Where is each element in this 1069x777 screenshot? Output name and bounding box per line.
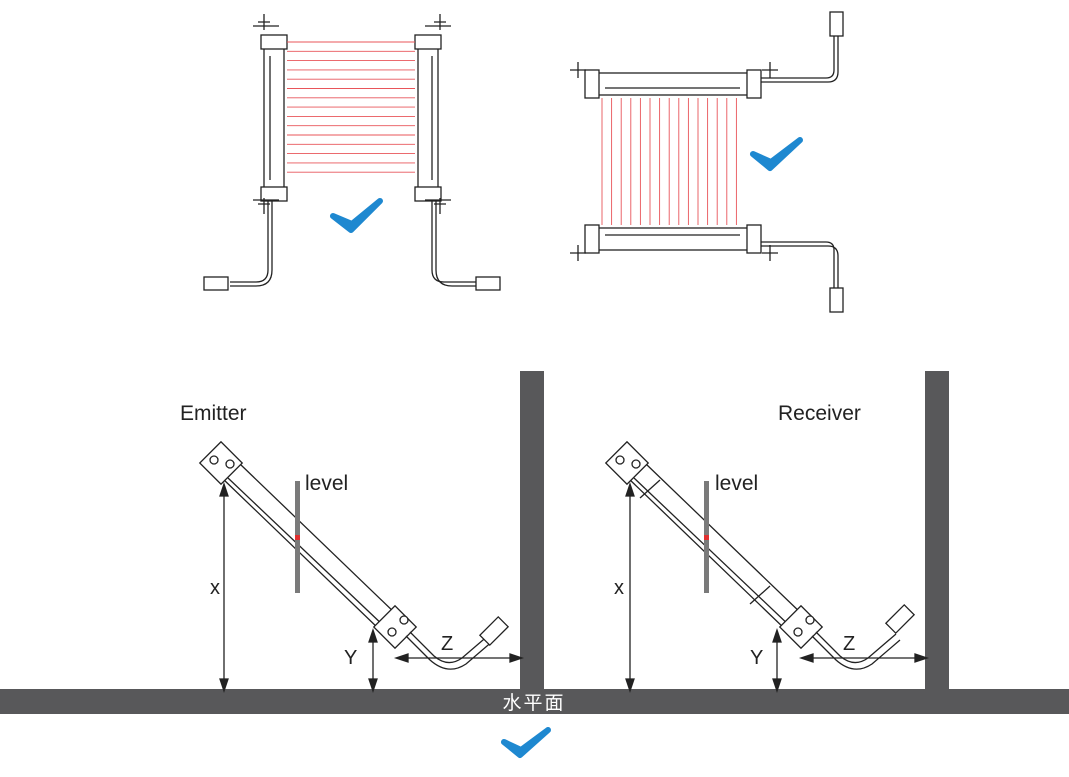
level-label-receiver: level [715,472,758,495]
y-label-emitter: Y [344,647,357,669]
connector-icon [884,603,916,635]
z-label-receiver: Z [843,633,855,655]
horizontal-beams [287,41,415,173]
level-label-emitter: level [305,472,348,495]
connector-icon [475,276,501,291]
check-icon [750,137,803,171]
bracket-icon [253,14,279,214]
connector-icon [203,276,229,291]
bracket-icon [570,245,778,261]
right-unit-body [417,47,439,189]
tilted-emitter [198,440,510,670]
top-unit-body [597,72,749,96]
emitter-label: Emitter [180,402,247,425]
dimension-z-receiver [798,653,930,663]
connector-icon [478,615,510,647]
connector-icon [829,287,844,313]
bracket-icon [570,62,778,78]
connector-icon [829,11,844,37]
right-wall [925,371,949,691]
vertical-beams [601,98,737,225]
dimension-x-receiver [625,481,635,694]
left-wall [520,371,544,691]
dimension-x-emitter [219,481,229,694]
level-mark [295,535,300,540]
ground-plane [0,689,1069,714]
x-label-receiver: x [614,577,624,599]
tilted-receiver [604,440,916,670]
check-icon [330,198,383,233]
dimension-y-emitter [368,627,378,694]
left-unit-body [263,47,285,189]
dimension-z-emitter [393,653,525,663]
bottom-unit-body [597,227,749,251]
horizontal-light-curtain-pair [570,11,844,313]
ground-label: 水平面 [502,692,565,714]
check-icon [501,727,551,758]
dimension-y-receiver [772,627,782,694]
y-label-receiver: Y [750,647,763,669]
x-label-emitter: x [210,577,220,599]
level-mark [704,535,709,540]
vertical-light-curtain-pair [203,14,501,291]
receiver-label: Receiver [778,402,861,425]
z-label-emitter: Z [441,633,453,655]
